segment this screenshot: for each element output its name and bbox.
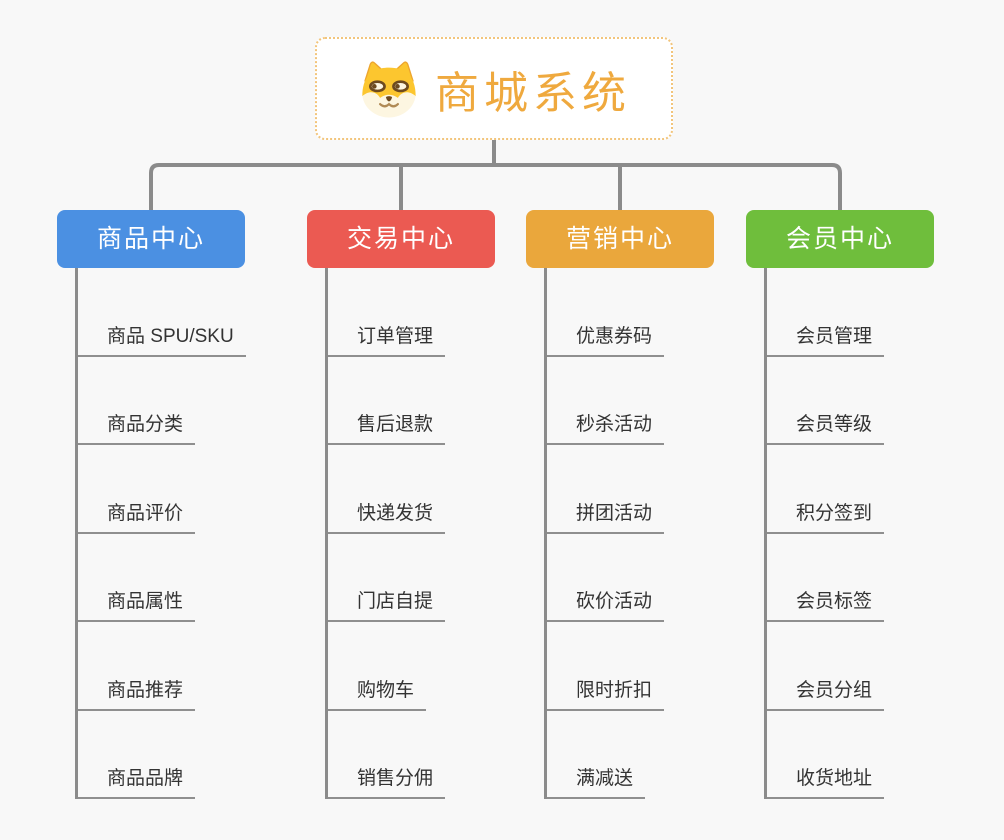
- leaf-node[interactable]: 商品分类: [78, 409, 196, 445]
- branch-marketing-center: 营销中心 优惠券码 秒杀活动 拼团活动 砍价活动 限时折扣 满减送: [526, 210, 756, 799]
- shiba-dog-icon: [357, 59, 421, 119]
- leaf-node[interactable]: 积分签到: [767, 498, 885, 534]
- branch-header-marketing-center[interactable]: 营销中心: [526, 210, 714, 268]
- leaf-node[interactable]: 秒杀活动: [547, 409, 665, 445]
- leaf-node[interactable]: 商品 SPU/SKU: [78, 321, 246, 357]
- leaf-node[interactable]: 会员管理: [767, 321, 885, 357]
- leaf-list-trade-center: 订单管理 售后退款 快递发货 门店自提 购物车 销售分佣: [325, 268, 537, 799]
- branch-rail-line: [149, 163, 842, 210]
- leaf-node[interactable]: 会员等级: [767, 409, 885, 445]
- leaf-node[interactable]: 限时折扣: [547, 675, 665, 711]
- branch-header-product-center[interactable]: 商品中心: [57, 210, 245, 268]
- leaf-list-product-center: 商品 SPU/SKU 商品分类 商品评价 商品属性 商品推荐 商品品牌: [75, 268, 287, 799]
- leaf-node[interactable]: 商品评价: [78, 498, 196, 534]
- leaf-node[interactable]: 商品品牌: [78, 763, 196, 799]
- branch-header-trade-center[interactable]: 交易中心: [307, 210, 495, 268]
- leaf-node[interactable]: 收货地址: [767, 763, 885, 799]
- branch-header-member-center[interactable]: 会员中心: [746, 210, 934, 268]
- leaf-node[interactable]: 砍价活动: [547, 586, 665, 622]
- leaf-node[interactable]: 售后退款: [328, 409, 446, 445]
- leaf-node[interactable]: 会员标签: [767, 586, 885, 622]
- leaf-node[interactable]: 销售分佣: [328, 763, 446, 799]
- branch-member-center: 会员中心 会员管理 会员等级 积分签到 会员标签 会员分组 收货地址: [746, 210, 976, 799]
- root-node[interactable]: 商城系统: [315, 37, 673, 140]
- branch-product-center: 商品中心 商品 SPU/SKU 商品分类 商品评价 商品属性 商品推荐 商品品牌: [57, 210, 287, 799]
- leaf-node[interactable]: 满减送: [547, 763, 646, 799]
- leaf-node[interactable]: 快递发货: [328, 498, 446, 534]
- leaf-node[interactable]: 商品属性: [78, 586, 196, 622]
- leaf-node[interactable]: 商品推荐: [78, 675, 196, 711]
- branch-trade-center: 交易中心 订单管理 售后退款 快递发货 门店自提 购物车 销售分佣: [307, 210, 537, 799]
- leaf-node[interactable]: 购物车: [328, 675, 427, 711]
- leaf-list-marketing-center: 优惠券码 秒杀活动 拼团活动 砍价活动 限时折扣 满减送: [544, 268, 756, 799]
- leaf-node[interactable]: 门店自提: [328, 586, 446, 622]
- leaf-list-member-center: 会员管理 会员等级 积分签到 会员标签 会员分组 收货地址: [764, 268, 976, 799]
- leaf-node[interactable]: 拼团活动: [547, 498, 665, 534]
- leaf-node[interactable]: 优惠券码: [547, 321, 665, 357]
- leaf-node[interactable]: 订单管理: [328, 321, 446, 357]
- leaf-node[interactable]: 会员分组: [767, 675, 885, 711]
- root-title: 商城系统: [435, 68, 631, 118]
